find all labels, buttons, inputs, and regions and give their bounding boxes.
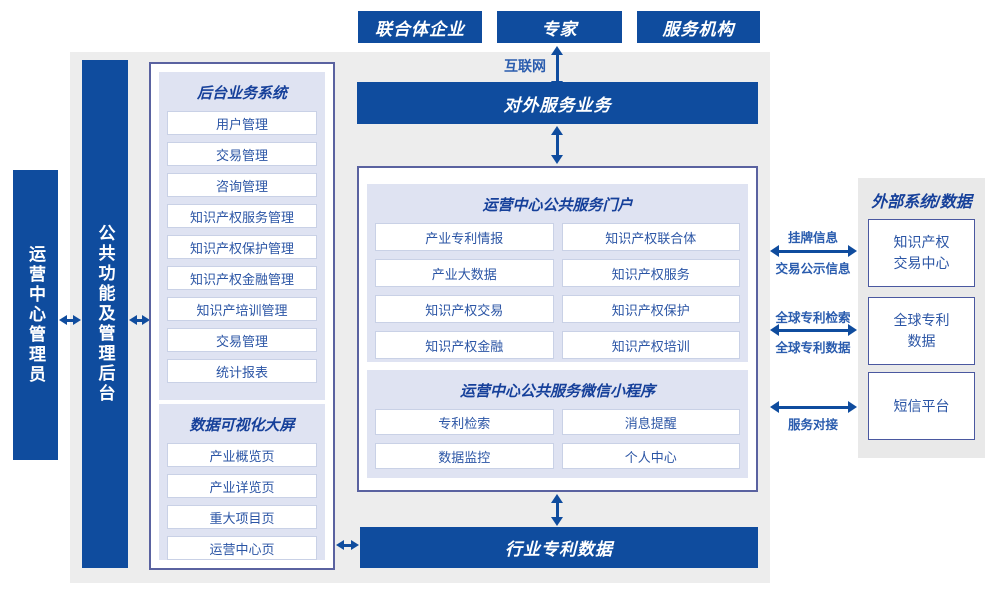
list-item: 专利检索 — [375, 409, 554, 435]
list-item: 运营中心页 — [167, 536, 317, 560]
list-item: 数据监控 — [375, 443, 554, 469]
bar-operation-center-admin: 运营中心管理员 — [13, 170, 58, 460]
global-patent-double-arrow-icon — [770, 322, 857, 338]
data-visualization-items: 产业概览页 产业详览页 重大项目页 运营中心页 — [167, 443, 317, 560]
actor-label: 联合体企业 — [375, 19, 465, 39]
bar-external-service-business: 对外服务业务 — [357, 82, 758, 124]
dashboard-industrydata-double-arrow-icon — [336, 538, 359, 552]
actor-consortium-enterprises: 联合体企业 — [358, 11, 482, 43]
data-visualization-panel: 数据可视化大屏 产业概览页 产业详览页 重大项目页 运营中心页 — [159, 404, 325, 560]
internet-label: 互联网 — [504, 58, 546, 74]
service-connect-double-arrow-icon — [770, 399, 857, 415]
global-patent-data-label: 全球专利数据 — [775, 341, 851, 355]
list-item: 产业详览页 — [167, 474, 317, 498]
list-item: 知识产培训管理 — [167, 297, 317, 321]
portal-industrydata-double-arrow-icon — [551, 494, 563, 526]
box-line: 全球专利 — [893, 312, 950, 328]
list-item: 统计报表 — [167, 359, 317, 383]
listing-info-label: 挂牌信息 — [787, 231, 838, 245]
external-box-sms-platform: 短信平台 — [868, 372, 975, 440]
actor-label: 服务机构 — [662, 19, 735, 39]
list-item: 用户管理 — [167, 111, 317, 135]
list-item: 个人中心 — [561, 443, 740, 469]
external-systems-title: 外部系统/数据 — [871, 194, 972, 211]
backend-system-title: 后台业务系统 — [196, 85, 287, 102]
service-portal-double-arrow-icon — [551, 126, 563, 164]
service-connect-label: 服务对接 — [787, 418, 838, 432]
external-box-global-patent-data: 全球专利 数据 — [868, 297, 975, 365]
list-item: 交易管理 — [167, 142, 317, 166]
list-item: 产业概览页 — [167, 443, 317, 467]
global-patent-search-label: 全球专利检索 — [775, 311, 851, 325]
trade-publicity-label: 交易公示信息 — [775, 262, 851, 276]
backend-system-panel: 后台业务系统 用户管理 交易管理 咨询管理 知识产权服务管理 知识产权保护管理 … — [159, 72, 325, 400]
box-line: 交易中心 — [893, 255, 950, 271]
external-box-ip-trading-center: 知识产权 交易中心 — [868, 219, 975, 287]
list-item: 知识产权培训 — [561, 331, 740, 359]
actor-experts: 专家 — [497, 11, 622, 43]
bar-industry-patent-data: 行业专利数据 — [360, 527, 758, 568]
miniprogram-items: 专利检索 消息提醒 数据监控 个人中心 — [375, 409, 740, 469]
actor-service-organizations: 服务机构 — [637, 11, 760, 43]
list-item: 知识产权金融管理 — [167, 266, 317, 290]
list-item: 产业专利情报 — [375, 223, 554, 251]
box-line: 数据 — [907, 333, 936, 349]
list-item: 重大项目页 — [167, 505, 317, 529]
list-item: 知识产权服务 — [561, 259, 740, 287]
backend-system-double-arrow-icon — [129, 313, 150, 327]
backend-system-items: 用户管理 交易管理 咨询管理 知识产权服务管理 知识产权保护管理 知识产权金融管… — [167, 111, 317, 383]
list-item: 咨询管理 — [167, 173, 317, 197]
public-service-outer-box: 运营中心公共服务门户 产业专利情报 知识产权联合体 产业大数据 知识产权服务 知… — [357, 166, 758, 492]
backend-outer-box: 后台业务系统 用户管理 交易管理 咨询管理 知识产权服务管理 知识产权保护管理 … — [149, 62, 335, 570]
list-item: 消息提醒 — [561, 409, 740, 435]
data-visualization-title: 数据可视化大屏 — [189, 417, 295, 434]
miniprogram-title: 运营中心公共服务微信小程序 — [459, 383, 655, 400]
list-item: 知识产权金融 — [375, 331, 554, 359]
bar-label: 运营中心管理员 — [26, 245, 45, 385]
list-item: 知识产权联合体 — [561, 223, 740, 251]
list-item: 知识产权交易 — [375, 295, 554, 323]
actor-label: 专家 — [541, 19, 578, 39]
admin-backend-double-arrow-icon — [59, 313, 81, 327]
box-line: 知识产权 — [893, 234, 950, 250]
bar-label: 对外服务业务 — [503, 95, 612, 115]
bar-public-functions-backend: 公共功能及管理后台 — [82, 60, 128, 568]
bar-label: 行业专利数据 — [505, 540, 613, 559]
public-service-portal-panel: 运营中心公共服务门户 产业专利情报 知识产权联合体 产业大数据 知识产权服务 知… — [367, 184, 748, 362]
list-item: 交易管理 — [167, 328, 317, 352]
list-item: 知识产权保护 — [561, 295, 740, 323]
listing-info-double-arrow-icon — [770, 243, 857, 259]
portal-items: 产业专利情报 知识产权联合体 产业大数据 知识产权服务 知识产权交易 知识产权保… — [375, 223, 740, 359]
list-item: 知识产权服务管理 — [167, 204, 317, 228]
bar-label: 公共功能及管理后台 — [95, 224, 115, 404]
list-item: 产业大数据 — [375, 259, 554, 287]
list-item: 知识产权保护管理 — [167, 235, 317, 259]
portal-title: 运营中心公共服务门户 — [482, 197, 633, 214]
wechat-miniprogram-panel: 运营中心公共服务微信小程序 专利检索 消息提醒 数据监控 个人中心 — [367, 370, 748, 478]
box-line: 短信平台 — [893, 397, 950, 414]
